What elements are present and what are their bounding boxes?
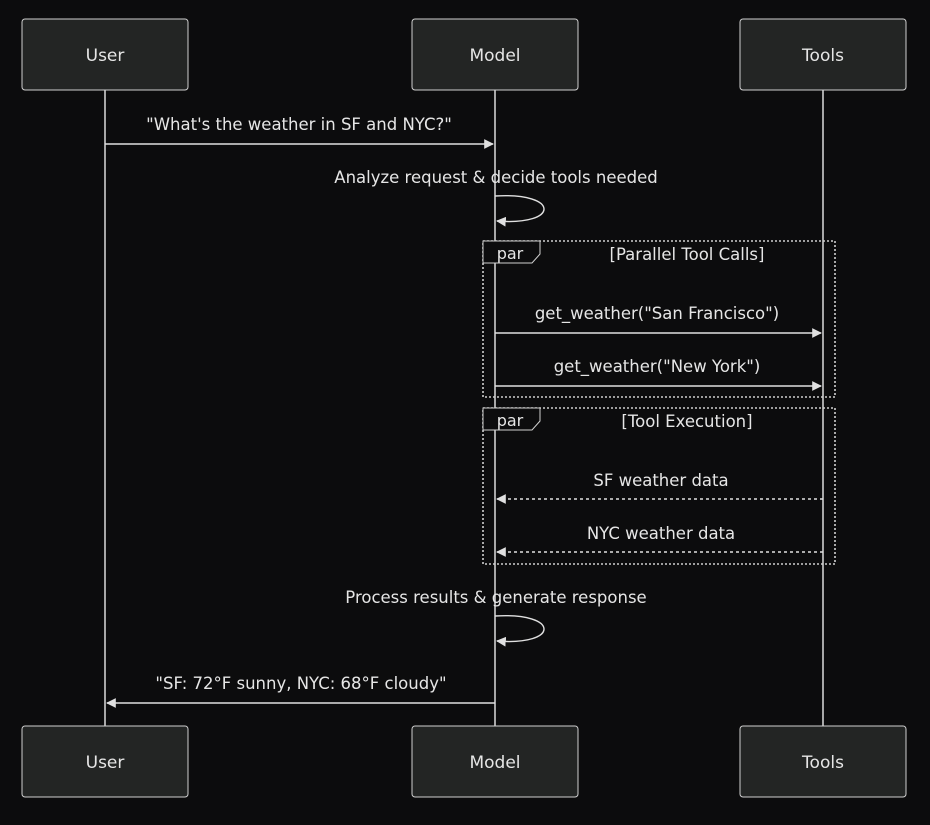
actor-label: User (86, 753, 125, 773)
par-frame-parallel-tool-calls: par [Parallel Tool Calls] (482, 240, 836, 398)
message-label: "SF: 72°F sunny, NYC: 68°F cloudy" (155, 674, 446, 693)
message-model-self-analyze: Analyze request & decide tools needed (334, 168, 658, 227)
message-label: "What's the weather in SF and NYC?" (146, 115, 452, 134)
frame-condition: [Parallel Tool Calls] (610, 245, 765, 264)
message-tools-to-model-sf-data: SF weather data (496, 471, 823, 504)
frame-keyword: par (497, 411, 524, 430)
frame-condition: [Tool Execution] (621, 412, 752, 431)
actor-top-tools[interactable]: Tools (739, 18, 907, 91)
actor-label: Tools (801, 753, 844, 773)
actor-bottom-tools[interactable]: Tools (739, 725, 907, 798)
actor-bottom-user[interactable]: User (21, 725, 189, 798)
message-label: get_weather("New York") (554, 357, 761, 377)
message-label: Analyze request & decide tools needed (334, 168, 657, 187)
message-model-to-tools-sf: get_weather("San Francisco") (495, 304, 822, 338)
par-frame-tool-execution: par [Tool Execution] (482, 407, 836, 565)
actor-label: Model (469, 46, 520, 66)
frame-keyword: par (497, 244, 524, 263)
message-model-to-tools-ny: get_weather("New York") (495, 357, 822, 391)
message-label: Process results & generate response (345, 588, 646, 607)
message-label: get_weather("San Francisco") (535, 304, 779, 324)
actor-bottom-model[interactable]: Model (411, 725, 579, 798)
actor-label: Tools (801, 46, 844, 66)
actor-label: Model (469, 753, 520, 773)
message-tools-to-model-nyc-data: NYC weather data (496, 524, 823, 557)
message-user-to-model-request: "What's the weather in SF and NYC?" (105, 115, 494, 149)
message-label: SF weather data (593, 471, 728, 490)
actor-top-user[interactable]: User (21, 18, 189, 91)
actor-top-model[interactable]: Model (411, 18, 579, 91)
message-model-to-user-response: "SF: 72°F sunny, NYC: 68°F cloudy" (106, 674, 495, 708)
actor-label: User (86, 46, 125, 66)
message-model-self-process: Process results & generate response (345, 588, 647, 647)
message-label: NYC weather data (587, 524, 735, 543)
